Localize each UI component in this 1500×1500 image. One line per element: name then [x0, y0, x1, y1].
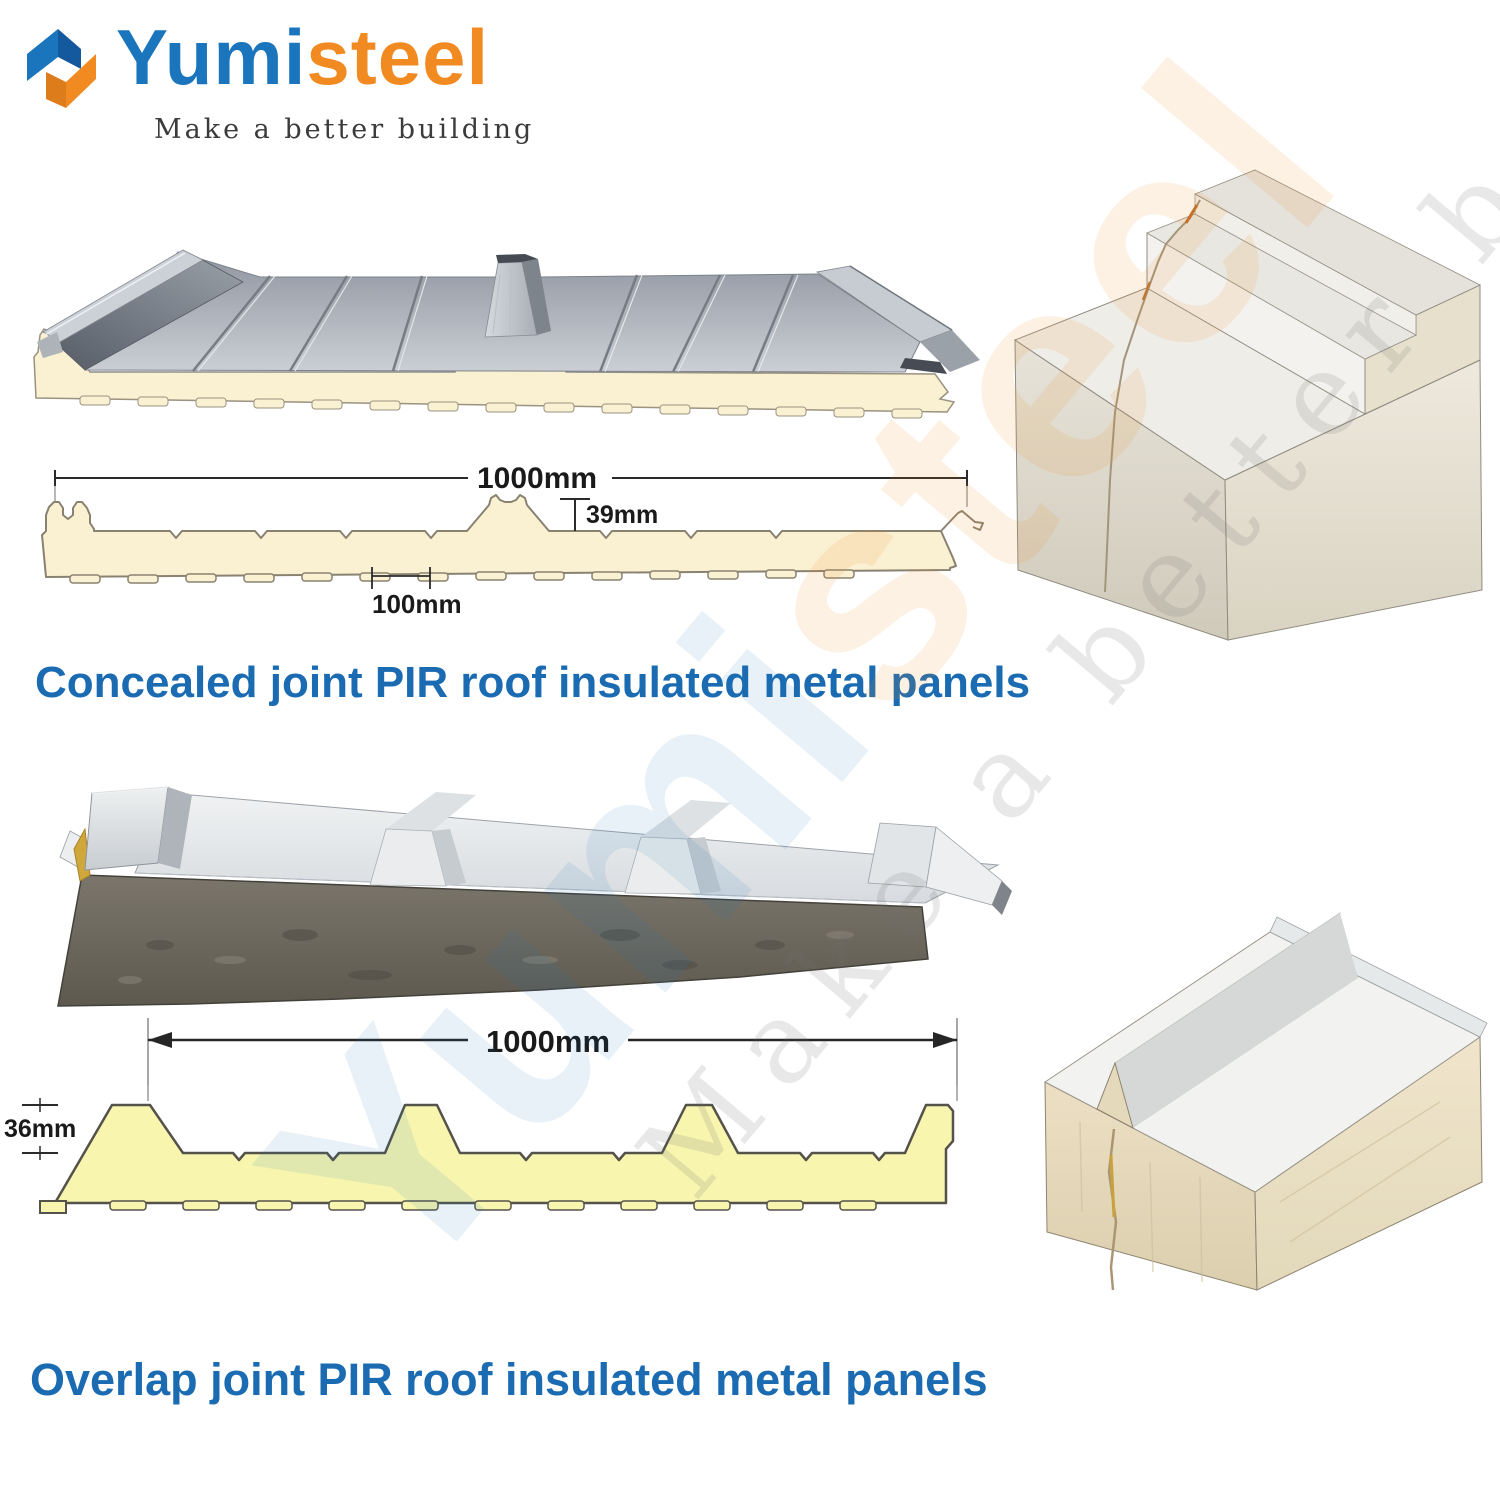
- standing-seam-lines: [192, 274, 795, 373]
- foam-profile: [41, 494, 957, 578]
- dim-rib-height-label-2: 36mm: [4, 1115, 76, 1143]
- left-upstand: [84, 786, 192, 871]
- rib-height-dimension: 39mm: [560, 498, 658, 531]
- glue-line: [1109, 1154, 1116, 1218]
- dim-width-label-2: 1000mm: [486, 1024, 610, 1059]
- foam-scallops: [79, 395, 923, 419]
- overlap-joint-sample-photo: [1044, 911, 1488, 1291]
- trapezoid-rib-1: [369, 792, 476, 887]
- sample-block: [1013, 169, 1483, 641]
- profile-scallops-2: [109, 1200, 877, 1211]
- overlap-panel-photo: [57, 786, 1012, 1007]
- dim-rib-pitch-label: 100mm: [372, 589, 462, 619]
- dim-rib-height-label: 39mm: [586, 501, 658, 529]
- trapezoid-rib-2: [624, 800, 731, 895]
- right-upstand-flap: [867, 822, 1012, 915]
- concealed-panel-3d-illustration: [33, 249, 980, 419]
- logo-diamond-icon: [27, 29, 96, 108]
- brand-name-yumi: Yumi: [116, 13, 307, 101]
- joint-seam-crack: [1104, 199, 1201, 593]
- brand-name: Yumisteel: [116, 10, 489, 105]
- right-edge-overlap-flap: [815, 265, 980, 374]
- heading-overlap: Overlap joint PIR roof insulated metal p…: [30, 1354, 988, 1405]
- profile-scallops: [69, 569, 855, 584]
- brand-name-steel: steel: [306, 13, 490, 101]
- sample-block-2: [1044, 911, 1488, 1291]
- center-rib: [484, 254, 551, 338]
- left-seam-upstand: [37, 249, 244, 371]
- brand-tagline: Make a better building: [154, 114, 535, 145]
- logo: Yumisteel Make a better building: [12, 8, 632, 168]
- concealed-joint-sample-photo: [1013, 169, 1483, 641]
- dim-width-label: 1000mm: [477, 462, 597, 495]
- male-edge-hook: [940, 510, 984, 532]
- rib-height-dimension-2: 36mm: [4, 1098, 76, 1160]
- mineral-foam-core: [57, 874, 929, 1007]
- concealed-panel-cross-section: 1000mm 39mm 100mm: [41, 459, 984, 619]
- ridge-right-slope: [1115, 913, 1358, 1128]
- overlap-panel-cross-section: 36mm: [4, 1085, 958, 1214]
- foam-profile-yellow: [53, 1103, 955, 1205]
- heading-concealed: Concealed joint PIR roof insulated metal…: [35, 658, 1031, 707]
- ridge-foam-end: [1096, 1061, 1134, 1129]
- rib-pitch-dimension: 100mm: [371, 567, 462, 619]
- width-dimension: 1000mm: [54, 459, 968, 507]
- overlap-width-dimension: 1000mm: [147, 1014, 958, 1085]
